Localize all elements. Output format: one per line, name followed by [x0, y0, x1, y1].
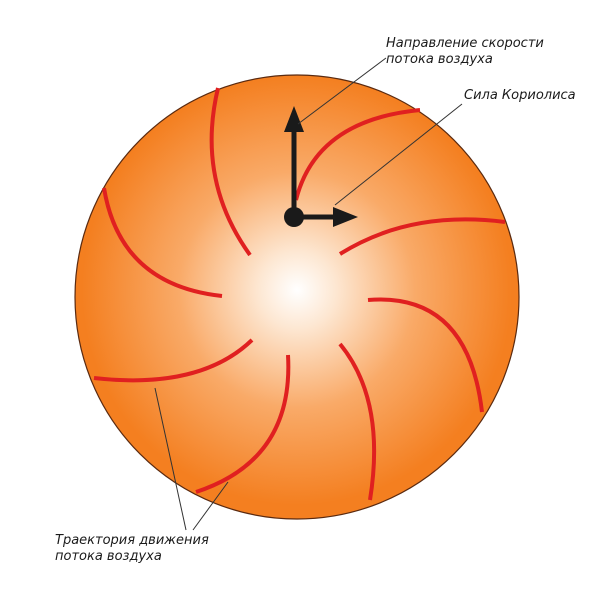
arrow-up-icon: [284, 106, 304, 132]
trajectory-label-line-1: Траектория движения: [55, 533, 209, 548]
coriolis-label-text: Сила Кориолиса: [464, 88, 576, 103]
leader-lines: [154, 57, 463, 531]
streamline-6: [367, 297, 484, 413]
velocity-label-line-1: Направление скорости: [386, 36, 544, 51]
trajectory-label: Траектория движения потока воздуха: [55, 533, 209, 565]
streamline-2: [102, 187, 223, 298]
trajectory-label-line-2: потока воздуха: [55, 549, 162, 564]
streamline-3: [93, 338, 254, 383]
velocity-label-line-2: потока воздуха: [386, 52, 493, 67]
leader-coriolis: [334, 103, 463, 206]
leader-trajectory-a: [154, 387, 187, 531]
arrow-right-icon: [333, 207, 358, 227]
streamline-8: [294, 108, 421, 201]
streamlines: [93, 87, 506, 501]
rotating-disk: [74, 74, 520, 520]
origin-dot: [284, 207, 304, 227]
streamline-5: [338, 342, 377, 501]
vectors: [284, 106, 358, 227]
streamline-4: [195, 354, 291, 494]
velocity-direction-label: Направление скорости потока воздуха: [386, 36, 544, 68]
leader-velocity: [297, 57, 387, 125]
streamline-7: [338, 217, 506, 256]
coriolis-force-label: Сила Кориолиса: [464, 88, 576, 104]
leader-trajectory-b: [192, 481, 229, 531]
streamline-1: [209, 87, 252, 257]
